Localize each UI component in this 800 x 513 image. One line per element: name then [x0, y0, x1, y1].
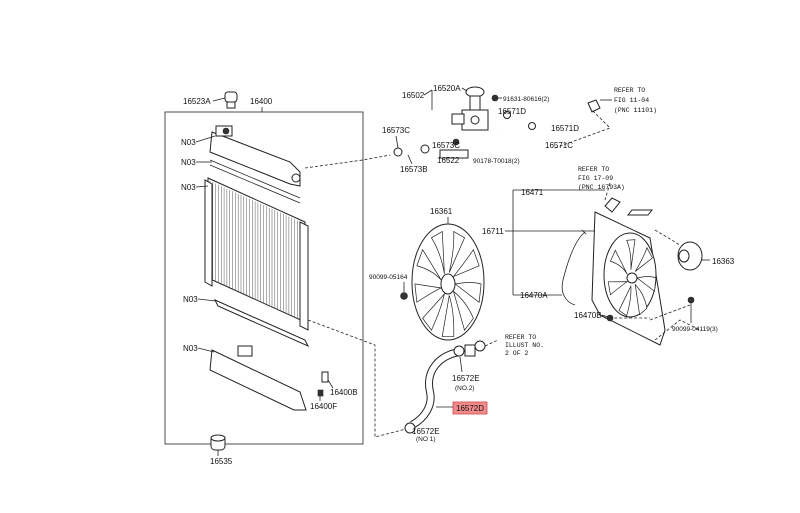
gasket-upper[interactable]	[209, 159, 301, 199]
note-refer-17-09-line1: REFER TO	[578, 166, 609, 173]
label-N03-4: N03	[183, 295, 198, 304]
label-N03-1: N03	[181, 138, 196, 147]
label-N03-3: N03	[181, 183, 196, 192]
clamp-16571D-b[interactable]	[528, 122, 536, 130]
label-91631-80616: 91631-80616(2)	[503, 96, 549, 103]
fan-shroud-16711[interactable]	[591, 197, 666, 346]
water-inlet-housing-part[interactable]	[451, 109, 489, 131]
highlight-16572D	[452, 401, 488, 415]
upper-tank-part[interactable]	[209, 125, 301, 187]
label-16573B: 16573B	[400, 165, 428, 174]
label-16572E-no2-note: (NO.2)	[455, 385, 475, 392]
hose-clamp-16572E-no1[interactable]	[404, 422, 416, 434]
inlet-cap-part[interactable]	[465, 86, 485, 111]
clamp-16571D-a[interactable]	[503, 111, 511, 119]
label-16523A: 16523A	[183, 97, 211, 106]
label-16400B: 16400B	[330, 388, 358, 397]
bolt-90099-04119[interactable]	[687, 296, 695, 304]
label-16535: 16535	[210, 457, 233, 466]
bolt-90178[interactable]	[452, 138, 460, 146]
label-16400: 16400	[250, 97, 273, 106]
drain-plug-part[interactable]	[321, 371, 329, 383]
label-16573C-2: 16573C	[432, 141, 460, 150]
note-refer-17-09-line2: FIG 17-09	[578, 175, 613, 182]
label-16520A: 16520A	[433, 84, 461, 93]
label-16573C-1: 16573C	[382, 126, 410, 135]
label-16470B: 16470B	[574, 311, 602, 320]
gasket-lower[interactable]	[213, 298, 310, 348]
nut-90099-05164[interactable]	[400, 292, 408, 300]
hose-clamp-16573C-b[interactable]	[420, 144, 430, 154]
note-refer-17-09-line3: (PNC 16793A)	[578, 184, 625, 191]
fan-shroud-group: 16471 16711 16470A 16470B 16363 90099-04…	[482, 166, 735, 346]
radiator-support-cushion-part[interactable]	[210, 434, 226, 451]
label-16571C: 16571C	[545, 141, 573, 150]
label-16363: 16363	[712, 257, 735, 266]
label-16572E-no1-note: (NO 1)	[416, 436, 436, 443]
lower-tank-part[interactable]	[209, 345, 307, 411]
drain-cock-part[interactable]	[317, 389, 324, 397]
fan-motor-16363[interactable]	[677, 241, 703, 271]
note-refer-11-04-line2: FIG 11-04	[614, 97, 649, 104]
hose-clamp-16572E-no2[interactable]	[453, 340, 486, 357]
note-refer-illust-line2: ILLUST NO.	[505, 342, 544, 349]
label-16572E-no1: 16572E	[412, 427, 440, 436]
label-N03-2: N03	[181, 158, 196, 167]
wire-harness-16470A[interactable]	[561, 231, 586, 306]
radiator-cap-part[interactable]	[224, 91, 238, 109]
label-90099-04119: 90099-04119(3)	[672, 326, 718, 333]
label-16471: 16471	[521, 188, 544, 197]
fan-group: 16361 90099-05164	[369, 207, 485, 341]
note-refer-illust-line1: REFER TO	[505, 334, 536, 341]
lower-hose-group: 16572E (NO.2) 16572D 16572E (NO 1) REFER…	[404, 334, 544, 443]
label-16571D-1: 16571D	[498, 107, 526, 116]
note-refer-11-04-line1: REFER TO	[614, 87, 645, 94]
label-90178-T0018: 90178-T0018(2)	[473, 158, 520, 165]
label-N03-5: N03	[183, 344, 198, 353]
label-16522: 16522	[437, 156, 460, 165]
bracket-16522[interactable]	[439, 149, 469, 159]
label-16361: 16361	[430, 207, 453, 216]
label-16400F: 16400F	[310, 402, 337, 411]
upper-hose-group: 16502 16520A 91631-80616(2) 16573C 16573…	[382, 84, 657, 174]
label-90099-05164: 90099-05164	[369, 274, 408, 281]
ref-arrow-17-09	[626, 209, 654, 216]
cooling-fan-16361[interactable]	[411, 223, 485, 341]
ref-arrow-11-04	[587, 99, 601, 113]
label-16470A: 16470A	[520, 291, 548, 300]
label-16571D-2: 16571D	[551, 124, 579, 133]
note-refer-illust-line3: 2 OF 2	[505, 350, 529, 357]
hose-clamp-16573C-a[interactable]	[393, 147, 403, 157]
label-16572D[interactable]: 16572D	[456, 404, 484, 413]
label-16572E-no2: 16572E	[452, 374, 480, 383]
radiator-core-part[interactable]	[204, 177, 309, 331]
label-16711: 16711	[482, 227, 504, 236]
note-refer-11-04-line3: (PNC 11101)	[614, 107, 657, 114]
radiator-group: 16523A 16400	[164, 91, 411, 466]
label-16502: 16502	[402, 91, 425, 100]
bolt-91631[interactable]	[491, 94, 499, 102]
radiator-frame	[164, 111, 364, 445]
